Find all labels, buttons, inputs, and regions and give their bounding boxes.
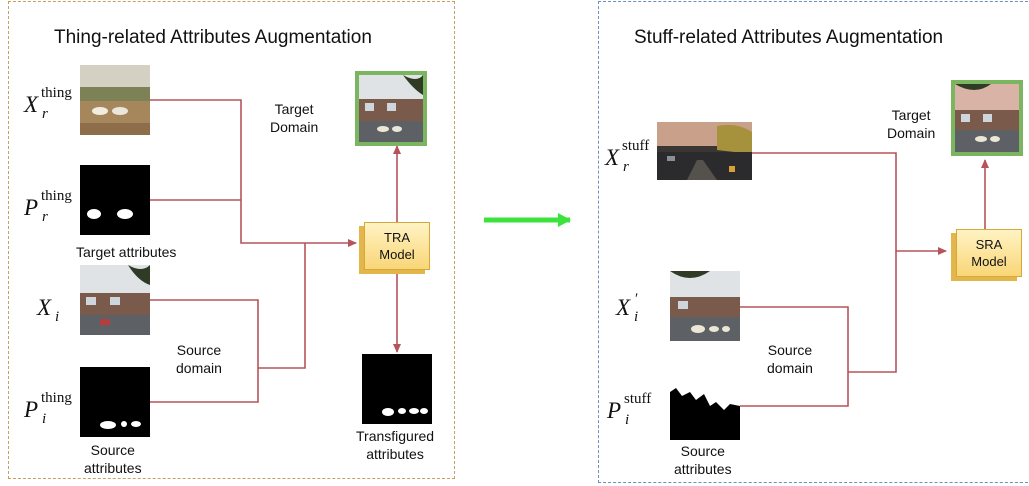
xi-prime-base: X [616,295,631,320]
transfigured-attributes-label-line1: Transfigured [356,428,435,444]
xr-thing-symbol: X thing r [24,85,72,122]
xi-sub: i [55,309,60,325]
xr-thing-sub: r [42,106,48,122]
xi-prime-sub: i [634,309,639,325]
thing-target-domain-label-line2: Domain [270,119,319,135]
augmented-street-photo [670,271,740,341]
xi-symbol: X i [37,295,59,325]
xr-thing-sup: thing [41,85,72,101]
street-photo [80,265,150,335]
pr-thing-base: P [24,195,39,220]
stuff-source-to-model-line [848,251,897,373]
xi-to-source-line [150,299,259,403]
stuff-source-attributes-label-line1: Source [680,443,725,459]
source-to-model-line [258,243,306,369]
stuff-target-domain-label-line2: Domain [887,125,936,141]
sky-mask [670,370,740,440]
pi-stuff-sub: i [625,412,630,428]
transfigured-attributes-label: Transfigured attributes [356,427,434,463]
tra-model-box: TRA Model [364,222,430,270]
xr-thing-base: X [24,92,39,117]
pi-thing-sup: thing [41,390,72,406]
xr-stuff-base: X [605,145,620,170]
stuff-augmentation-panel [598,1,1029,483]
xi-prime-to-source-line [740,306,849,407]
sunset-street-photo [657,122,752,180]
xi-prime-sup: ′ [635,291,639,307]
stuff-source-attributes-label-line2: attributes [674,461,732,477]
tra-model-label-line2: Model [379,247,415,262]
target-attributes-label: Target attributes [76,244,177,260]
xr-stuff-to-model-line [752,152,947,255]
pr-thing-symbol: P thing r [24,188,72,225]
stuff-source-attributes-label: Source attributes [674,442,732,478]
transfigured-attributes-label-line2: attributes [366,446,424,462]
thing-source-domain-label: Source domain [176,341,222,377]
left-panel-title: Thing-related Attributes Augmentation [54,27,372,48]
xr-stuff-sub: r [623,159,629,175]
stuff-target-domain-label: Target Domain [887,106,935,142]
thing-source-domain-label-line1: Source [176,342,222,358]
stuff-target-domain-photo [951,80,1023,156]
thing-source-attributes-label-line2: attributes [84,460,142,476]
transfigured-mask [362,354,432,424]
pr-thing-sub: r [42,209,48,225]
xr-stuff-symbol: X stuff r [605,138,649,175]
stuff-target-domain-label-line1: Target [891,107,931,123]
sra-model-label-line1: SRA [975,237,1003,252]
sheep-field-photo [80,65,150,135]
xr-to-model-line [150,99,357,247]
stuff-source-domain-label-line1: Source [767,342,813,358]
sra-model-box: SRA Model [956,229,1022,277]
thing-augmentation-panel [8,1,455,479]
right-panel-title: Stuff-related Attributes Augmentation [634,27,944,48]
xi-base: X [37,295,52,320]
tra-model-label-line1: TRA [384,230,410,245]
pi-thing-sub: i [42,411,47,427]
target-sheep-mask [80,165,150,235]
xi-prime-symbol: X ′ i [616,291,638,325]
pi-stuff-base: P [607,398,622,423]
pi-thing-base: P [24,397,39,422]
thing-target-domain-photo [355,71,427,146]
pi-stuff-symbol: P stuff i [607,391,651,428]
thing-target-domain-label-line1: Target [274,101,314,117]
thing-source-attributes-label-line1: Source [90,442,135,458]
pi-stuff-sup: stuff [624,391,652,407]
source-sheep-mask [80,367,150,437]
stuff-source-domain-label-line2: domain [767,360,813,376]
sra-model-label-line2: Model [971,254,1007,269]
stuff-source-domain-label: Source domain [767,341,813,377]
pr-thing-sup: thing [41,188,72,204]
pi-thing-symbol: P thing i [24,390,72,427]
thing-source-attributes-label: Source attributes [84,441,142,477]
thing-target-domain-label: Target Domain [270,100,318,136]
thing-source-domain-label-line2: domain [176,360,222,376]
xr-stuff-sup: stuff [622,138,650,154]
